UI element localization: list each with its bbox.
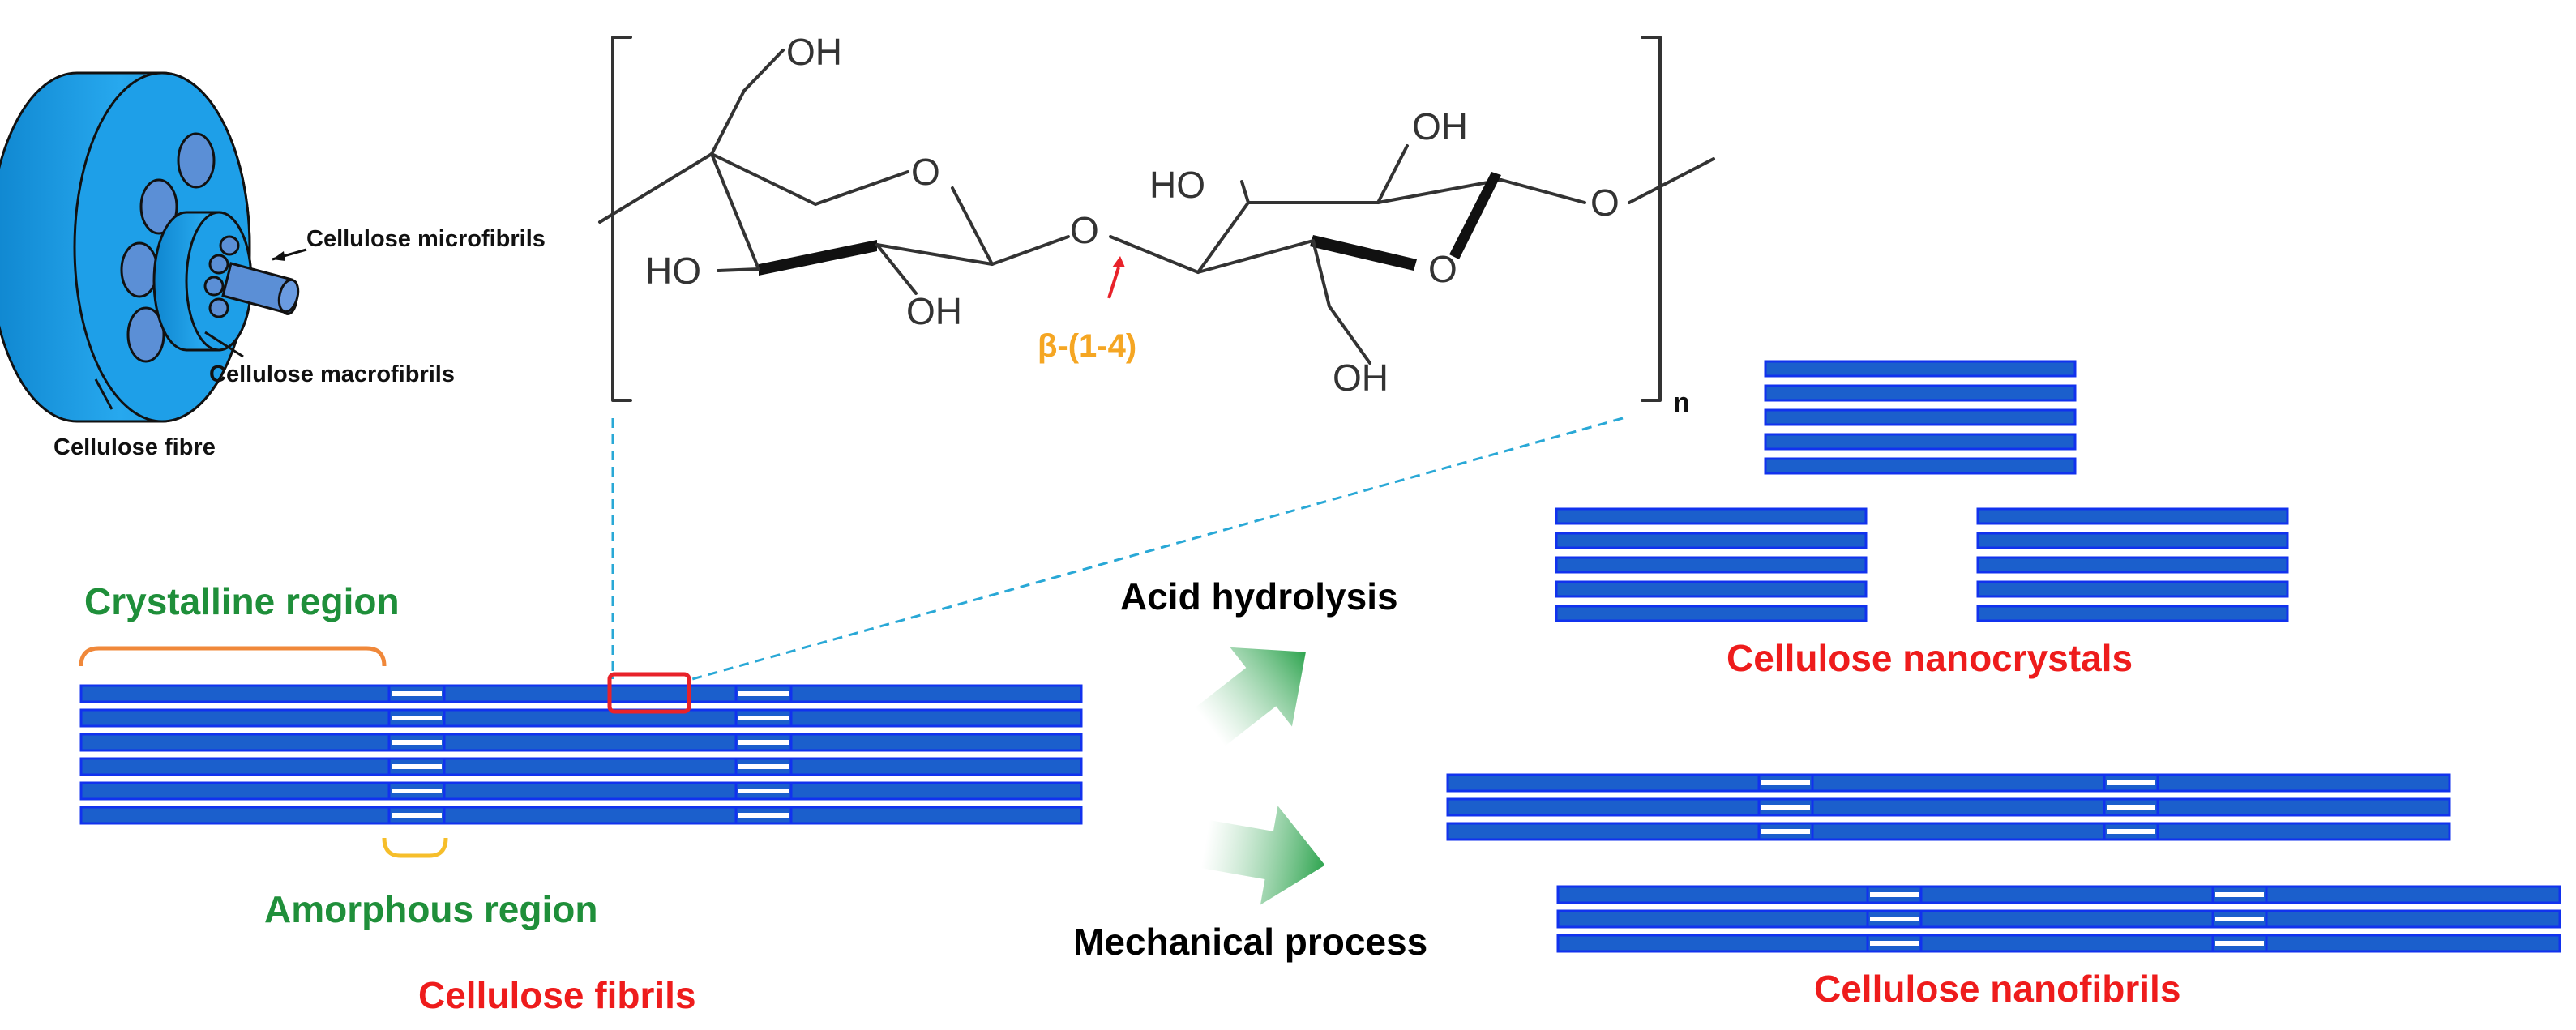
label-acid-hydrolysis: Acid hydrolysis bbox=[1120, 575, 1398, 618]
microfibril-rod-end bbox=[277, 278, 300, 314]
microfibril-circle bbox=[203, 276, 225, 297]
label-nanocrystals: Cellulose nanocrystals bbox=[1727, 637, 2133, 679]
macrofibril-circle bbox=[120, 241, 159, 298]
fibril-strand bbox=[1446, 797, 2451, 817]
fibril-strand bbox=[1555, 507, 1868, 525]
fibril-strand bbox=[1764, 433, 2077, 451]
fibril-strand bbox=[1976, 556, 2289, 574]
fibril-strand bbox=[1446, 773, 2451, 793]
label-fibrils: Cellulose fibrils bbox=[418, 974, 696, 1016]
microfibril-circle bbox=[208, 297, 229, 318]
atom-ho: HO bbox=[1149, 164, 1205, 206]
atom-oh: OH bbox=[1333, 357, 1389, 399]
atom-oh: OH bbox=[906, 290, 962, 332]
amorphous-bracket bbox=[382, 837, 448, 858]
fibril-strand bbox=[1556, 909, 2561, 929]
cellulose-fibrils-bundle bbox=[79, 684, 1083, 825]
fibril-strand bbox=[1976, 605, 2289, 622]
fibril-strand bbox=[1446, 822, 2451, 841]
atom-o-ring: O bbox=[911, 151, 940, 193]
zoom-highlight-box bbox=[607, 672, 691, 714]
label-crystalline: Crystalline region bbox=[84, 580, 400, 622]
fibril-strand bbox=[79, 684, 1083, 703]
zoom-line-right bbox=[691, 417, 1624, 681]
wedge-bond bbox=[759, 240, 877, 276]
pointer-macrofibrils bbox=[204, 331, 244, 358]
atom-ho: HO bbox=[645, 250, 701, 292]
fibril-strand bbox=[1555, 532, 1868, 549]
amorphous-segment bbox=[389, 686, 444, 823]
wedge-bond bbox=[1310, 235, 1417, 271]
atom-oh: OH bbox=[1412, 105, 1468, 147]
label-amorphous: Amorphous region bbox=[264, 888, 597, 930]
fibril-strand bbox=[79, 733, 1083, 752]
microfibril-circle bbox=[219, 235, 240, 256]
fibril-strand bbox=[1764, 384, 2077, 402]
cellulose-nanofibrils-bundles bbox=[1446, 773, 2561, 953]
atom-oh: OH bbox=[786, 31, 842, 73]
fibril-strand bbox=[1764, 360, 2077, 378]
repeat-subscript: n bbox=[1673, 387, 1690, 418]
pointer-fibre bbox=[94, 378, 113, 410]
arrow-right-icon bbox=[1200, 806, 1325, 905]
fibril-strand bbox=[1976, 532, 2289, 549]
label-macrofibrils: Cellulose macrofibrils bbox=[209, 361, 455, 387]
label-microfibrils: Cellulose microfibrils bbox=[306, 226, 546, 252]
fibril-strand bbox=[1976, 507, 2289, 525]
fibril-strand bbox=[79, 806, 1083, 825]
fibril-strand bbox=[1764, 457, 2077, 475]
fibril-strand bbox=[1556, 885, 2561, 904]
fibril-strand bbox=[79, 781, 1083, 801]
fibril-strand bbox=[79, 757, 1083, 776]
cellulose-structure: n OH O HO OH O OH HO O bbox=[598, 31, 1715, 418]
linkage-arrow bbox=[1107, 267, 1120, 299]
linkage-arrowhead bbox=[1112, 256, 1125, 267]
microfibril-circle bbox=[208, 254, 229, 275]
macrofibril-circle bbox=[177, 132, 216, 189]
crystalline-bracket bbox=[79, 646, 387, 667]
fibril-strand bbox=[1555, 580, 1868, 598]
bracket-right bbox=[1641, 36, 1662, 402]
arrow-right-up-icon bbox=[1195, 647, 1306, 746]
macrofibril-circle bbox=[139, 178, 178, 235]
bracket-left bbox=[611, 36, 632, 402]
amorphous-segment bbox=[736, 686, 791, 823]
label-nanofibrils: Cellulose nanofibrils bbox=[1814, 968, 2180, 1010]
macrofibril-circle bbox=[126, 306, 165, 363]
fibril-strand bbox=[1555, 605, 1868, 622]
pointer-arrowhead bbox=[272, 251, 285, 261]
label-mechanical-process: Mechanical process bbox=[1073, 921, 1427, 963]
fibril-strand bbox=[1555, 556, 1868, 574]
label-fibre: Cellulose fibre bbox=[53, 434, 216, 460]
atom-o-end: O bbox=[1590, 182, 1620, 224]
label-linkage: β-(1-4) bbox=[1038, 328, 1136, 364]
fibril-strand bbox=[1976, 580, 2289, 598]
fibril-strand bbox=[79, 708, 1083, 728]
atom-o-ring: O bbox=[1428, 248, 1457, 290]
fibril-strand bbox=[1556, 934, 2561, 953]
cellulose-fibre-illustration: Cellulose microfibrils Cellulose macrofi… bbox=[0, 71, 546, 460]
atom-o-glycosidic: O bbox=[1070, 209, 1099, 251]
cellulose-nanocrystals-stacks bbox=[1555, 360, 2289, 622]
wedge-bond bbox=[1449, 172, 1501, 259]
fibril-strand bbox=[1764, 408, 2077, 426]
